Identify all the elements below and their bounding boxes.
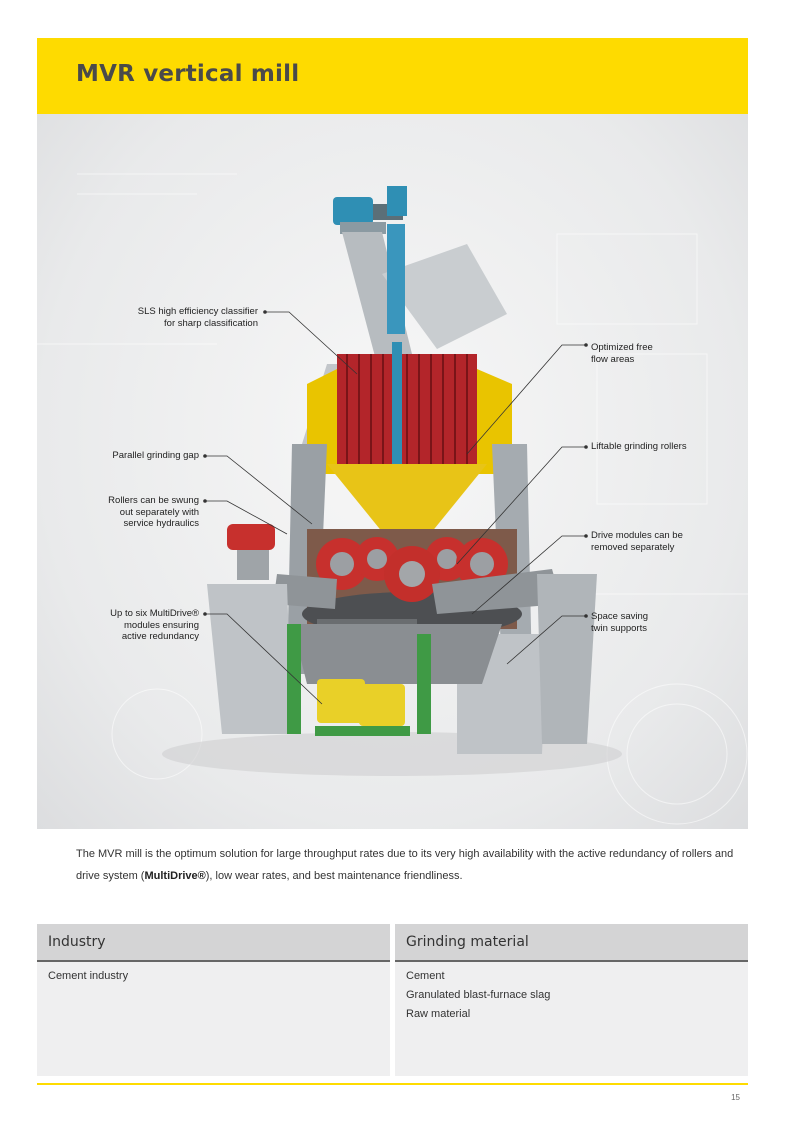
callout-sls-classifier: SLS high efficiency classifier for sharp… (137, 306, 258, 329)
grinding-material-column: Grinding material Cement Granulated blas… (395, 924, 748, 1076)
callout-multidrive-modules: Up to six MultiDrive® modules ensuring a… (110, 608, 199, 642)
industry-cell: Cement industry (37, 962, 390, 1076)
callout-drive-modules: Drive modules can be removed separately (591, 530, 683, 553)
grinding-material-header: Grinding material (395, 924, 748, 962)
industry-column: Industry Cement industry (37, 924, 390, 1076)
callout-liftable-rollers: Liftable grinding rollers (591, 441, 687, 452)
page-number: 15 (731, 1093, 740, 1102)
figure-caption: The MVR mill is the optimum solution for… (76, 843, 736, 887)
page-title: MVR vertical mill (76, 61, 300, 87)
callout-leader-lines (203, 310, 588, 705)
material-item: Cement (406, 970, 445, 982)
mill-illustration: SLS high efficiency classifier for sharp… (37, 114, 748, 829)
mvr-mill-drawing (162, 186, 622, 776)
callout-rollers-swung-out: Rollers can be swung out separately with… (108, 495, 199, 529)
title-banner: MVR vertical mill (37, 38, 748, 114)
caption-text-2: ), low wear rates, and best maintenance … (205, 870, 463, 882)
callout-free-flow-areas: Optimized free flow areas (591, 342, 653, 365)
grinding-material-cell: Cement Granulated blast-furnace slag Raw… (395, 962, 748, 1076)
caption-multidrive: MultiDrive® (144, 870, 206, 882)
callout-twin-supports: Space saving twin supports (591, 611, 649, 634)
callout-parallel-grinding-gap: Parallel grinding gap (112, 450, 199, 461)
industry-item: Cement industry (48, 970, 129, 982)
caption-text-1: The MVR mill is the optimum solution for… (76, 848, 734, 882)
specs-table: Industry Cement industry Grinding materi… (37, 924, 748, 1076)
industry-header: Industry (37, 924, 390, 962)
footer-rule (37, 1083, 748, 1085)
technical-drawing-background (37, 173, 748, 825)
material-item: Raw material (406, 1008, 471, 1020)
material-item: Granulated blast-furnace slag (406, 989, 551, 1001)
